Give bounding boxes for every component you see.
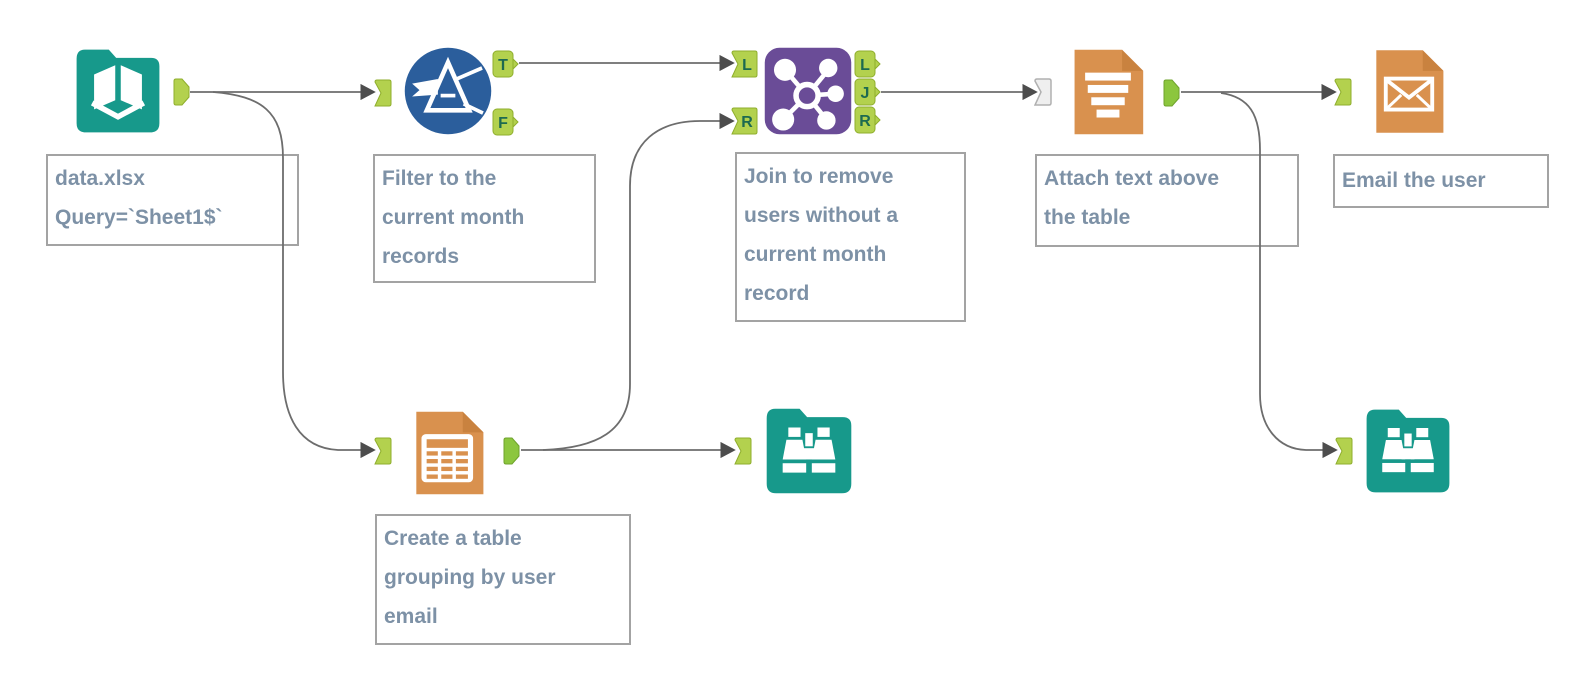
filter-true-anchor-label: T (498, 57, 508, 74)
join-join-output-anchor[interactable]: J (854, 78, 881, 106)
report-text-input-anchor[interactable] (1034, 78, 1052, 106)
filter-input-anchor[interactable] (374, 79, 392, 107)
envelope-icon (1376, 50, 1444, 133)
browse-2-input-anchor[interactable] (1335, 437, 1353, 465)
network-join-icon (764, 47, 852, 135)
tool-report-text[interactable] (1064, 45, 1152, 139)
wire-report-text-to-browse-2[interactable] (1220, 92, 1338, 459)
tool-table[interactable] (406, 405, 492, 501)
filter-true-output-anchor[interactable]: T (492, 50, 519, 78)
text-document-icon (1074, 49, 1144, 135)
tool-email[interactable] (1366, 44, 1452, 139)
filter-funnel-icon (404, 47, 492, 135)
open-book-icon (76, 49, 160, 133)
annotation-email[interactable]: Email the user (1333, 154, 1549, 208)
tool-join[interactable] (762, 45, 854, 137)
report-text-output-anchor[interactable] (1162, 79, 1180, 107)
join-left-input-label: L (742, 57, 752, 74)
join-left-output-label: L (860, 57, 870, 74)
tool-filter[interactable] (402, 45, 494, 137)
annotation-table[interactable]: Create a table grouping by user email (375, 514, 631, 645)
join-join-output-label: J (861, 85, 870, 102)
table-output-anchor[interactable] (502, 437, 520, 465)
tool-browse-2[interactable] (1362, 404, 1454, 498)
table-document-icon (416, 411, 484, 495)
tool-input-data[interactable] (72, 44, 164, 138)
join-right-input-anchor[interactable]: R (731, 107, 758, 135)
annotation-report-text[interactable]: Attach text above the table (1035, 154, 1299, 247)
binoculars-icon (1366, 409, 1450, 493)
join-right-output-anchor[interactable]: R (854, 106, 881, 134)
annotation-filter[interactable]: Filter to the current month records (373, 154, 596, 283)
binoculars-icon (766, 408, 852, 494)
join-left-output-anchor[interactable]: L (854, 50, 881, 78)
join-right-output-label: R (859, 113, 871, 130)
browse-1-input-anchor[interactable] (734, 437, 752, 465)
join-right-input-label: R (741, 114, 753, 131)
wire-input-to-table[interactable] (212, 91, 376, 459)
tool-browse-1[interactable] (762, 404, 856, 498)
wire-table-to-join-right[interactable] (542, 112, 735, 451)
join-left-input-anchor[interactable]: L (731, 50, 758, 78)
email-input-anchor[interactable] (1334, 78, 1352, 106)
annotation-join[interactable]: Join to remove users without a current m… (735, 152, 966, 322)
filter-false-anchor-label: F (498, 115, 508, 132)
table-input-anchor[interactable] (374, 437, 392, 465)
annotation-input-data[interactable]: data.xlsx Query=`Sheet1$` (46, 154, 299, 246)
input-data-output-anchor[interactable] (172, 78, 190, 106)
filter-false-output-anchor[interactable]: F (492, 108, 519, 136)
